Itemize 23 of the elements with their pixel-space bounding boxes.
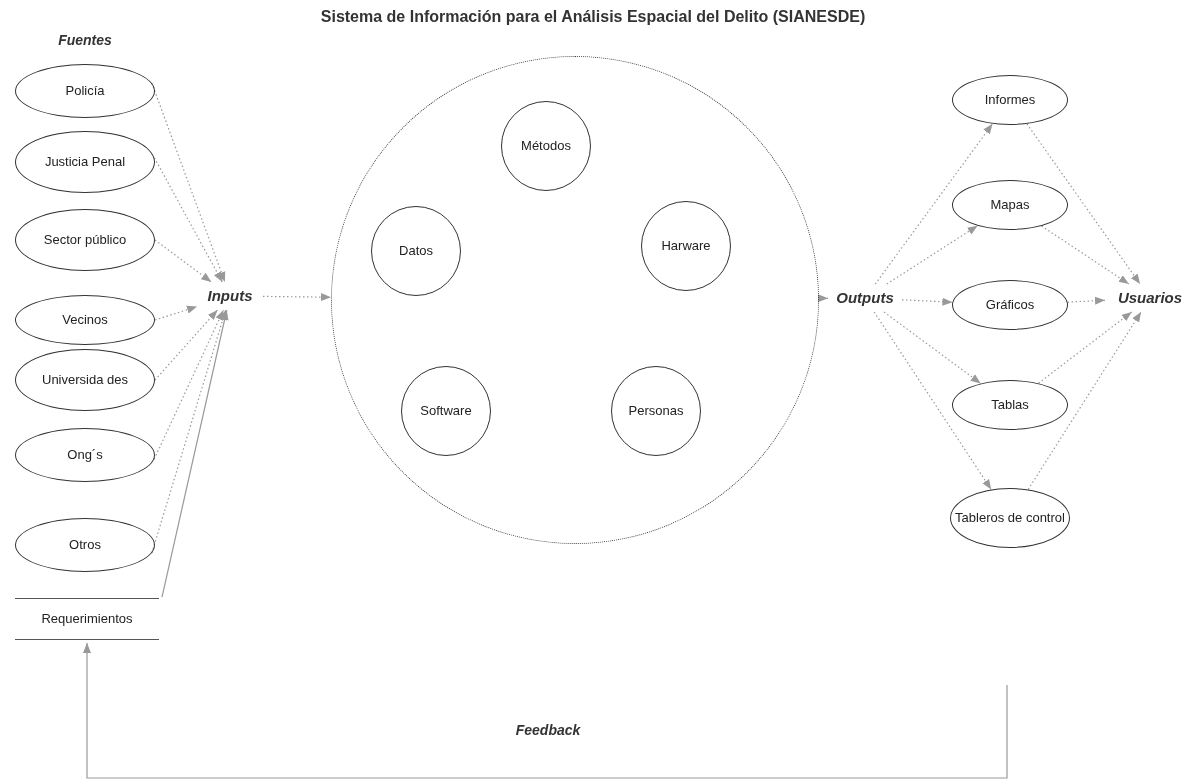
arrow	[154, 305, 198, 321]
arrow	[154, 239, 212, 283]
arrow	[901, 297, 953, 306]
diagram-title: Sistema de Información para el Análisis Espacial del Delito (SIANESDE)	[319, 8, 867, 26]
arrow	[83, 642, 1008, 779]
arrow	[1027, 311, 1142, 490]
arrow	[818, 294, 829, 303]
arrow	[1026, 123, 1141, 285]
arrow	[262, 293, 332, 302]
column-heading: Fuentes	[58, 32, 112, 48]
stage-label: Inputs	[200, 285, 260, 307]
arrow	[873, 311, 992, 491]
arrow	[161, 309, 229, 598]
arrow	[1037, 311, 1133, 384]
stage-label: Outputs	[831, 287, 899, 309]
arrow	[886, 225, 979, 285]
arrow	[1041, 225, 1130, 285]
arrow	[1067, 296, 1106, 305]
arrow	[883, 311, 982, 384]
arrow	[874, 123, 994, 285]
arrow	[154, 309, 219, 381]
ruled-label: Requerimientos	[15, 598, 159, 640]
stage-label: Usuarios	[1108, 287, 1186, 309]
